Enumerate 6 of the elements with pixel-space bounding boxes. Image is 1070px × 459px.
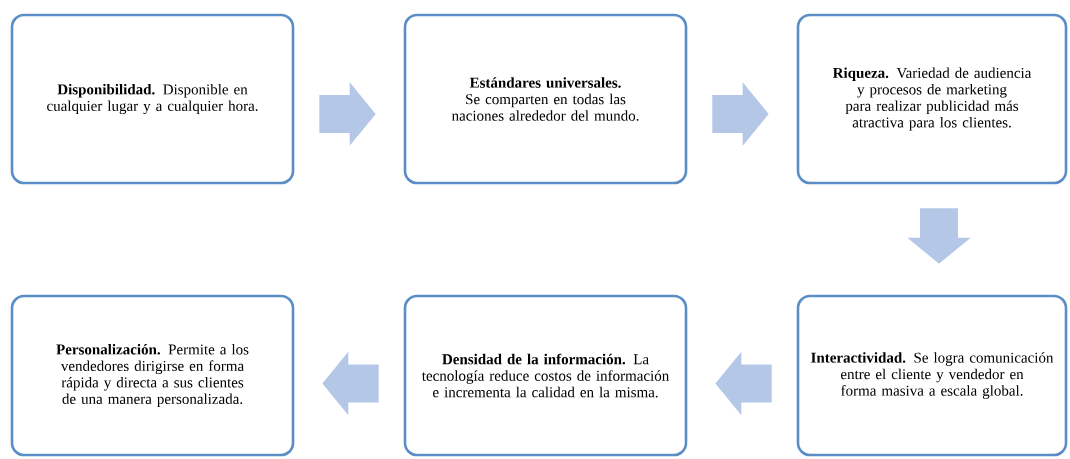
text-box: Riqueza. Variedad de audiencia y procesos de marketing para realizar publicidad más atractiva para los clientes. [796,13,1068,185]
text-box: Interactividad. Se logra comunicación entre el cliente y vendedor en forma masiva a escala global. [796,294,1068,457]
text-box: Personalización. Permite a los vendedores dirigirse en forma rápida y directa a sus clientes de una manera personalizada. [10,294,295,457]
text-box: Densidad de la información. La tecnología reduce costos de información e incrementa la calidad en la misma. [403,294,688,457]
text-box: Estándares universales. Se comparten en todas las naciones alrededor del mundo. [403,13,688,185]
text-box: Disponibilidad. Disponible en cualquier lugar y a cualquier hora. [10,13,295,185]
